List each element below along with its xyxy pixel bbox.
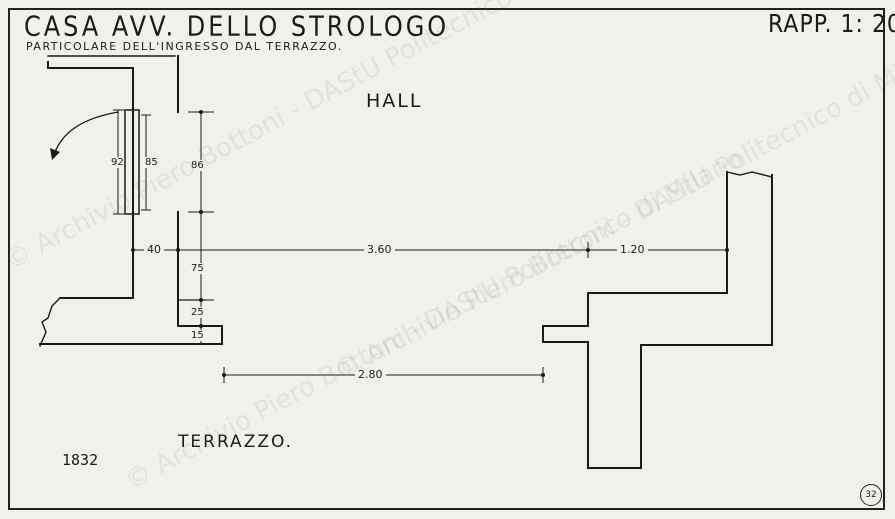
dim-85: 85 — [145, 157, 158, 168]
right-wall-break — [726, 171, 773, 178]
room-label-terrace: TERRAZZO. — [178, 432, 294, 452]
drawing-subtitle: PARTICOLARE DELL'INGRESSO DAL TERRAZZO. — [26, 40, 343, 53]
drawing-frame — [8, 8, 885, 510]
year-label: 1832 — [62, 451, 99, 469]
room-label-hall: HALL — [366, 90, 423, 112]
door-swing-arc — [54, 111, 119, 153]
left-wall — [47, 61, 134, 299]
dim-75: 75 — [191, 263, 204, 274]
dim-92: 92 — [111, 157, 124, 168]
dim-40: 40 — [144, 243, 164, 256]
dim-120: 1.20 — [617, 243, 648, 256]
door-arrow — [50, 148, 60, 160]
sheet-number: 32 — [860, 484, 882, 506]
threshold — [39, 211, 223, 345]
dim-86: 86 — [191, 160, 204, 171]
break-line — [39, 297, 61, 347]
scale-label: RAPP. 1: 20 — [768, 10, 895, 39]
right-wall-outer — [542, 171, 773, 469]
drawing-title: CASA AVV. DELLO STROLOGO — [24, 10, 450, 43]
dim-15: 15 — [191, 330, 204, 341]
dim-360: 3.60 — [364, 243, 395, 256]
dim-280: 2.80 — [355, 368, 386, 381]
dim-25: 25 — [191, 307, 204, 318]
